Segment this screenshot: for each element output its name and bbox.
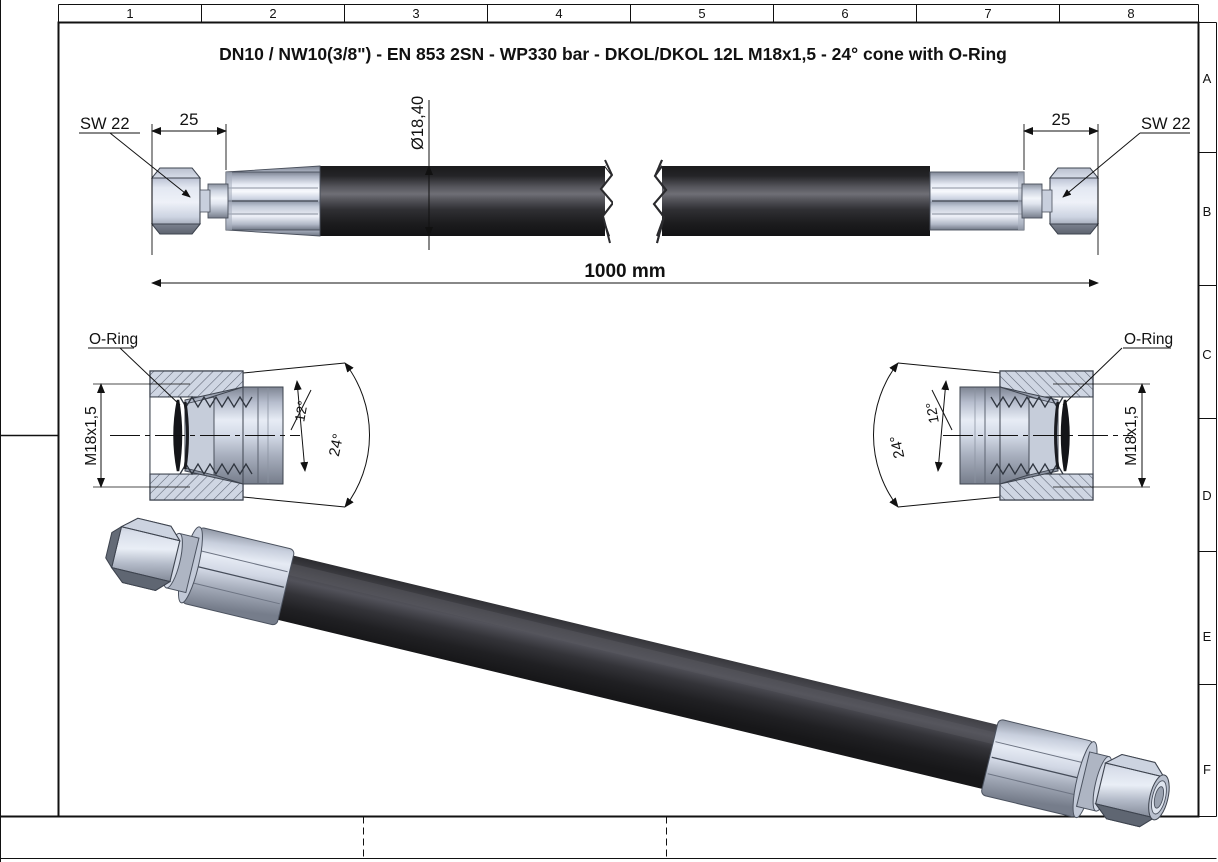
column-label-8: 8 — [1127, 6, 1134, 21]
frame-zone-labels: 1 2 3 4 5 6 7 8 A B C D E F — [126, 6, 1211, 777]
dimension-thread-left: M18x1,5 — [83, 383, 190, 488]
column-label-3: 3 — [412, 6, 419, 21]
detail-view-right: 24° 12° M18x1,5 — [872, 331, 1173, 508]
hose-body-left — [320, 166, 605, 236]
iso-fitting-right — [981, 719, 1170, 828]
dimension-left-25: 25 — [151, 110, 227, 255]
label-o-ring-right: O-Ring — [1062, 331, 1173, 406]
thread-left-label: M18x1,5 — [83, 406, 100, 465]
thread-right-label: M18x1,5 — [1123, 406, 1140, 465]
label-o-ring-left: O-Ring — [88, 331, 181, 406]
shoulder-right — [1021, 183, 1043, 219]
o-ring-left-text: O-Ring — [89, 331, 138, 348]
hex-nut-left — [150, 167, 202, 235]
column-label-6: 6 — [841, 6, 848, 21]
thread-teeth-left-bottom — [179, 462, 253, 476]
dimension-overall-length: 1000 mm — [151, 261, 1099, 287]
row-label-D: D — [1202, 488, 1211, 503]
overall-length-label: 1000 mm — [584, 261, 665, 282]
page-title: DN10 / NW10(3/8") - EN 853 2SN - WP330 b… — [219, 44, 1007, 64]
iso-fitting-left — [105, 517, 295, 626]
angle-12-left-label: 12° — [291, 399, 310, 423]
fitting-right — [929, 167, 1100, 235]
column-label-5: 5 — [698, 6, 705, 21]
cone-angle-12-left: 12° — [290, 380, 312, 472]
break-symbol — [599, 159, 668, 244]
shoulder-left — [207, 183, 229, 219]
dim-25-left-label: 25 — [180, 110, 199, 129]
column-label-7: 7 — [984, 6, 991, 21]
thread-teeth-left-top — [179, 395, 253, 409]
column-label-1: 1 — [126, 6, 133, 21]
assembly-side-view: 25 SW 22 25 SW 22 Ø18,40 — [79, 96, 1191, 287]
dimension-right-25: 25 — [1023, 110, 1099, 255]
angle-24-right-label: 24° — [887, 434, 908, 460]
row-label-F: F — [1203, 762, 1211, 777]
row-label-B: B — [1203, 204, 1212, 219]
angle-24-left-label: 24° — [326, 432, 347, 458]
cone-angle-24-left: 24° — [242, 362, 371, 508]
iso-hose-body — [273, 555, 1002, 789]
hex-nut-right — [1048, 167, 1100, 235]
cone-angle-12-right: 12° — [922, 380, 953, 472]
row-label-C: C — [1202, 347, 1211, 362]
cone-angle-24-right: 24° — [872, 362, 1001, 508]
fitting-left — [150, 165, 321, 237]
sw22-left-text: SW 22 — [80, 115, 130, 133]
hose-diameter-label: Ø18,40 — [409, 96, 427, 150]
isometric-view — [105, 517, 1170, 828]
sw22-right-text: SW 22 — [1141, 115, 1191, 133]
label-sw22-left: SW 22 — [79, 115, 191, 198]
iso-hex-nut-left — [105, 517, 181, 592]
label-sw22-right: SW 22 — [1062, 115, 1191, 198]
dim-25-right-label: 25 — [1052, 110, 1071, 129]
dimension-thread-right: M18x1,5 — [1053, 383, 1150, 488]
hose-body-right — [662, 166, 930, 236]
column-label-4: 4 — [555, 6, 562, 21]
o-ring-right — [1060, 399, 1070, 472]
angle-12-right-label: 12° — [922, 401, 941, 425]
column-label-2: 2 — [269, 6, 276, 21]
row-label-E: E — [1203, 629, 1212, 644]
detail-view-left: 24° 12° — [83, 331, 371, 508]
thread-teeth-right-top — [990, 395, 1064, 409]
thread-teeth-right-bottom — [990, 462, 1064, 476]
iso-hex-nut-right — [1094, 753, 1170, 828]
row-label-A: A — [1203, 71, 1212, 86]
o-ring-right-text: O-Ring — [1124, 331, 1173, 348]
dimension-hose-diameter: Ø18,40 — [409, 96, 433, 250]
